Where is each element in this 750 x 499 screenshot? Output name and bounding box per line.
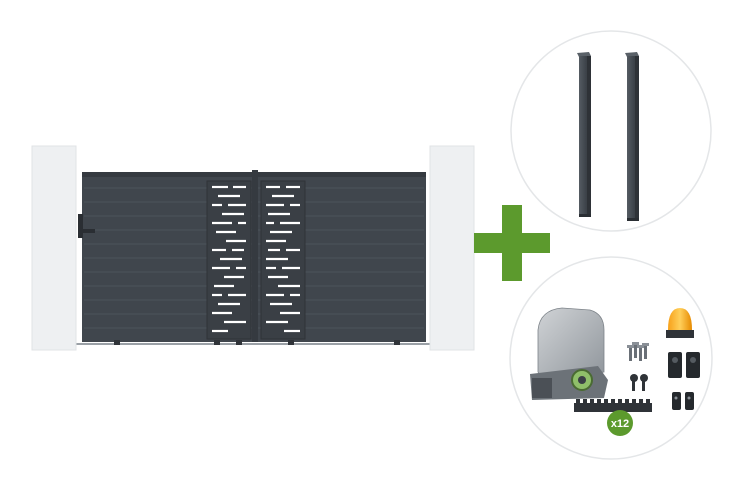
post-left (577, 52, 591, 217)
photocells-icon (668, 352, 700, 378)
motor-unit (530, 307, 608, 400)
motor-kit-panel: x12 (509, 256, 713, 460)
gate-handle (78, 214, 95, 238)
warning-lamp-icon (666, 308, 694, 338)
gate-illustration (31, 145, 475, 351)
posts-panel (510, 30, 712, 232)
gear-rack (574, 399, 652, 412)
gate-slot-pattern-left (212, 185, 246, 333)
right-pillar (429, 145, 475, 351)
gate-center-post (252, 170, 258, 342)
gate-wheels (114, 340, 400, 345)
gate-top-rail (82, 172, 426, 177)
rack-quantity-badge: x12 (607, 410, 633, 436)
plus-icon (474, 205, 550, 281)
screws-icon (627, 342, 649, 361)
posts-circle (510, 30, 712, 232)
motor-kit-circle (509, 256, 713, 460)
rack-quantity-label: x12 (611, 418, 629, 430)
remote-controls-icon (672, 392, 694, 410)
ground-line (75, 343, 433, 345)
gate-slot-pattern-right (266, 185, 300, 333)
keys-icon (630, 374, 648, 391)
post-right (625, 52, 639, 221)
left-pillar (31, 145, 77, 351)
